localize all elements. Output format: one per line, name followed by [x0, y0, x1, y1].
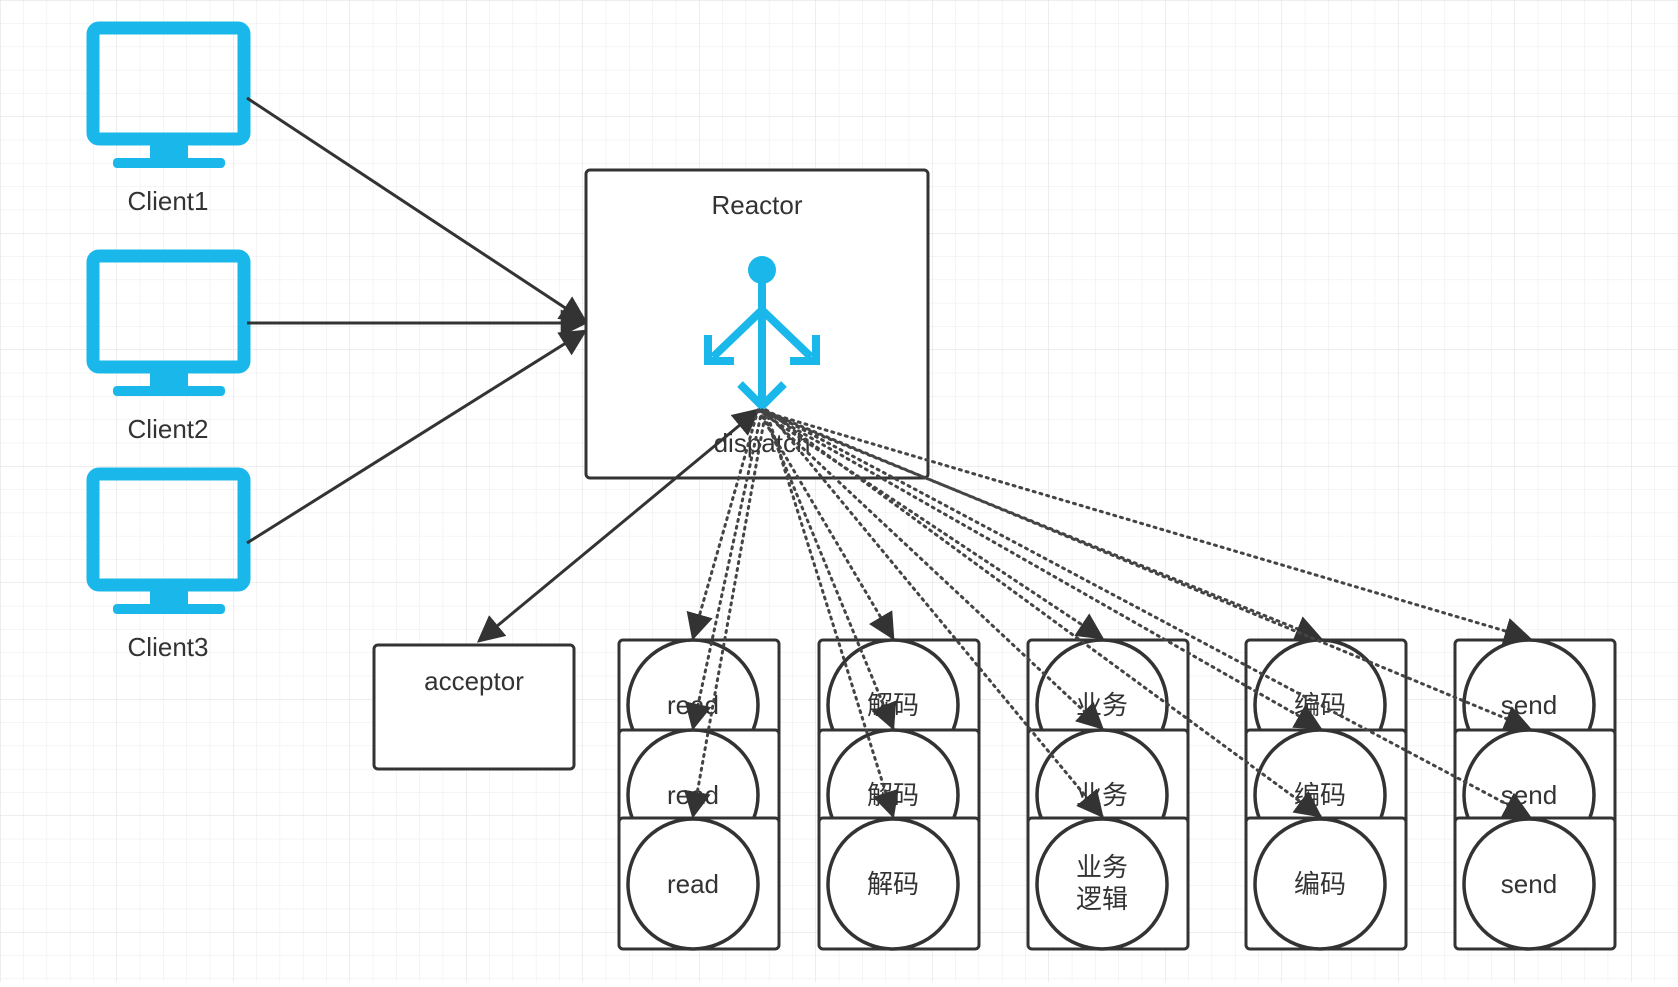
dispatch-arrow-send-2: [760, 408, 1532, 732]
acceptor-node[interactable]: acceptor: [372, 643, 576, 771]
biz-handler-label: 业务: [1076, 690, 1128, 720]
encode-handler-node[interactable]: 编码: [1244, 816, 1408, 951]
dispatch-arrow-send-1: [756, 408, 1532, 645]
dispatch-split-icon: [704, 256, 820, 412]
send-handler-circle: [1462, 817, 1596, 951]
encode-handler-label: 编码: [1294, 869, 1346, 899]
send-handler-label: send: [1501, 690, 1557, 720]
encode-handler-circle: [1253, 817, 1387, 951]
dispatch-arrow-encode-2: [760, 408, 1323, 730]
decode-handler-label: 解码: [867, 690, 919, 720]
encode-handler-label: 编码: [1294, 690, 1346, 720]
client1-connection-arrow: [246, 96, 588, 323]
read-handler-circle: [626, 817, 760, 951]
dispatch-arrows: [684, 408, 1532, 819]
dispatch-arrow-read-2: [684, 408, 764, 731]
dispatch-arrow-encode-3: [764, 408, 1323, 818]
dispatch-arrow-read-3: [684, 408, 768, 819]
read-handler-label: read: [667, 869, 719, 899]
client1-label: Client1: [128, 186, 209, 216]
client-connections: [246, 96, 588, 545]
decode-handler-label: 解码: [867, 780, 919, 810]
client2-label: Client2: [128, 414, 209, 444]
biz-handler-circle: [1035, 817, 1169, 951]
dispatch-arrow-biz-2: [760, 408, 1104, 730]
client3-connection-arrow: [246, 329, 588, 545]
biz-handler-node[interactable]: 业务逻辑: [1026, 816, 1190, 951]
reactor-title: Reactor: [711, 190, 802, 220]
send-handler-label: send: [1501, 869, 1557, 899]
monitor-icon: [86, 249, 251, 396]
send-handler-node[interactable]: send: [1453, 816, 1617, 951]
decode-handler-label: 解码: [867, 869, 919, 899]
client3-label: Client3: [128, 632, 209, 662]
encode-handler-label: 编码: [1294, 780, 1346, 810]
dispatch-arrow-decode-1: [756, 408, 895, 641]
biz-handler-label: 业务逻辑: [1076, 852, 1128, 914]
client2-node[interactable]: Client2: [86, 249, 251, 444]
client1-node[interactable]: Client1: [86, 21, 251, 216]
dispatch-arrow-biz-1: [756, 408, 1105, 640]
monitor-icon: [86, 21, 251, 168]
client3-node[interactable]: Client3: [86, 467, 251, 662]
reactor-acceptor-arrow: [476, 408, 761, 643]
monitor-icon: [86, 467, 251, 614]
dispatch-arrow-send-3: [764, 408, 1532, 818]
handler-columns: readreadread解码解码解码业务业务业务逻辑编码编码编码sendsend…: [617, 638, 1617, 951]
dispatch-arrow-read-1: [686, 408, 760, 641]
decode-handler-circle: [826, 817, 960, 951]
read-handler-label: read: [667, 780, 719, 810]
acceptor-box: [372, 643, 576, 771]
acceptor-label: acceptor: [424, 666, 524, 696]
dispatch-arrow-decode-3: [764, 408, 899, 819]
read-handler-node[interactable]: read: [617, 816, 781, 951]
decode-handler-node[interactable]: 解码: [817, 816, 981, 951]
